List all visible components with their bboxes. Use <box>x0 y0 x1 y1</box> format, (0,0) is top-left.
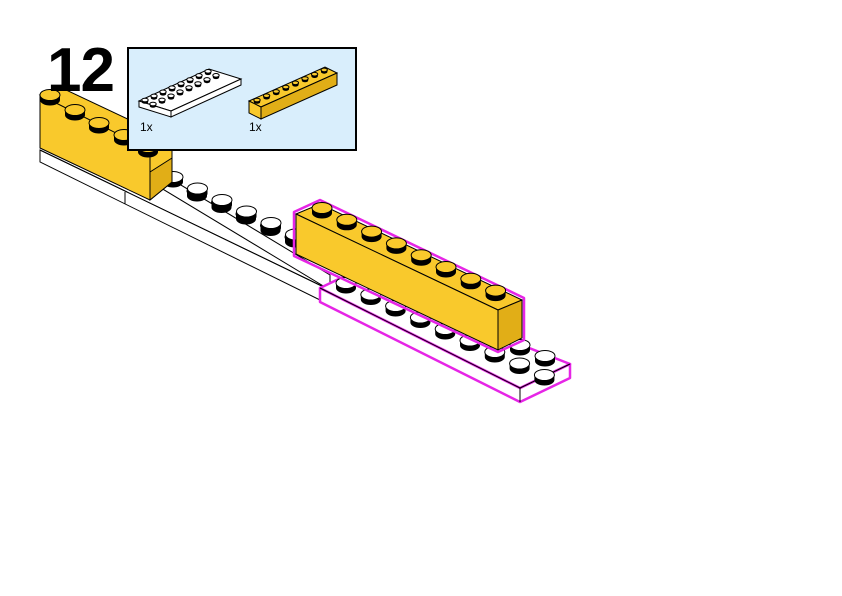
plate-stud <box>167 93 175 100</box>
brick-stud <box>282 84 290 91</box>
brick-stud <box>485 284 507 302</box>
plate-stud <box>141 97 149 104</box>
part-1-quantity: 1x <box>140 120 153 134</box>
plate-stud <box>212 73 220 80</box>
plate-stud <box>177 81 185 88</box>
brick-stud <box>320 67 328 74</box>
plate-stud <box>236 205 257 222</box>
new-brick-studs <box>311 202 507 302</box>
brick-stud <box>311 202 333 219</box>
plate-stud <box>195 73 203 80</box>
plate-stud <box>260 217 282 234</box>
plate-stud <box>203 77 211 84</box>
brick-stud <box>410 249 432 266</box>
plate-stud <box>176 89 184 96</box>
plate-stud <box>509 357 531 374</box>
plate-stud <box>149 101 157 108</box>
brick-stud <box>291 80 300 87</box>
brick-stud <box>253 97 261 104</box>
plate-stud <box>509 339 531 356</box>
plate-stud <box>187 182 208 200</box>
plate-stud <box>168 85 176 92</box>
brick-stud <box>385 237 407 254</box>
brick-stud <box>39 89 61 106</box>
plate-stud <box>194 81 202 88</box>
brick-stud <box>310 71 319 78</box>
plate-stud <box>150 93 158 100</box>
plate-stud <box>204 69 212 76</box>
brick-stud <box>435 261 457 278</box>
brick-stud <box>88 117 110 134</box>
brick-stud <box>272 89 280 96</box>
parts-callout: 1x 1x <box>127 47 357 151</box>
brick-stud <box>301 76 309 83</box>
plate-stud <box>158 97 166 104</box>
plate-stud <box>533 369 555 386</box>
parts-callout-art <box>137 66 339 120</box>
brick-stud <box>361 225 383 243</box>
plate-stud <box>186 77 194 84</box>
part-white-plate-studs <box>141 69 220 108</box>
part-yellow-brick-studs <box>253 67 328 104</box>
plate-stud <box>534 350 556 367</box>
part-2-quantity: 1x <box>249 120 262 134</box>
part-white-plate-icon <box>137 68 243 118</box>
brick-stud <box>336 213 358 231</box>
step-number: 12 <box>47 36 115 105</box>
plate-stud <box>211 194 233 211</box>
plate-stud <box>185 85 193 92</box>
brick-stud <box>262 93 271 100</box>
brick-stud <box>460 272 482 290</box>
brick-stud <box>64 104 86 121</box>
part-yellow-brick-icon <box>247 66 339 120</box>
plate-stud <box>159 89 167 96</box>
